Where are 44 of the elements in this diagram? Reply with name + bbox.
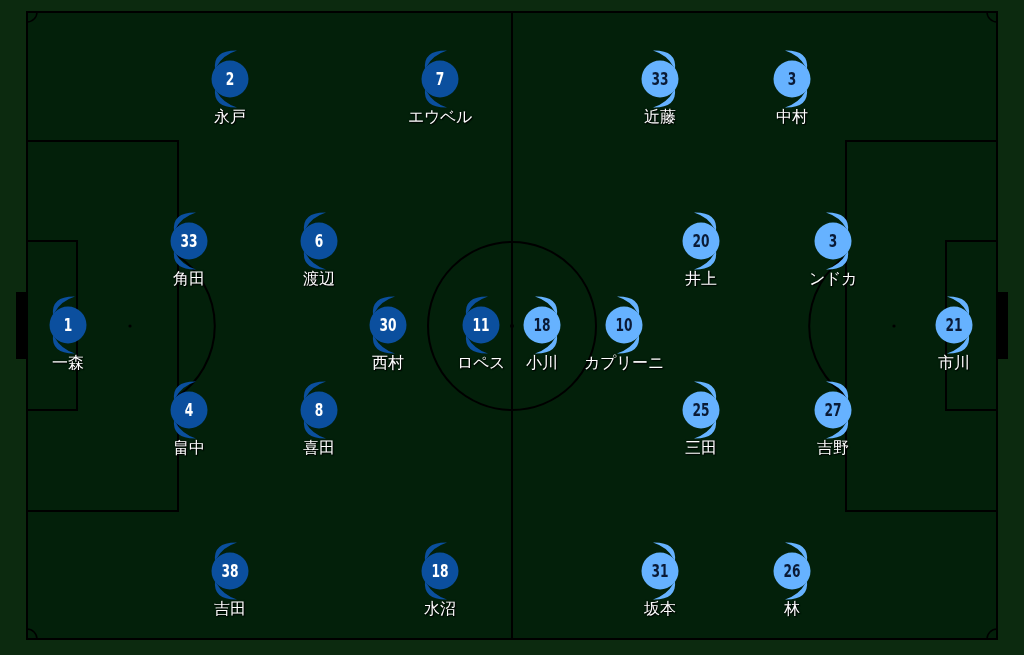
player-name: ロペス <box>457 354 505 372</box>
jersey-number: 6 <box>314 232 324 250</box>
jersey-number: 18 <box>533 316 551 334</box>
jersey-number: 38 <box>221 562 239 580</box>
jersey-number: 1 <box>63 316 73 334</box>
jersey-number: 10 <box>615 316 633 334</box>
player-name: 永戸 <box>214 108 246 126</box>
player-name: 三田 <box>685 439 717 457</box>
player-name: 畠中 <box>173 439 205 457</box>
player-name: 西村 <box>372 354 404 372</box>
jersey-number: 26 <box>783 562 801 580</box>
player-name: 水沼 <box>424 600 456 618</box>
player-name: 小川 <box>526 354 558 372</box>
jersey-number: 11 <box>472 316 490 334</box>
player-name: 一森 <box>52 354 84 372</box>
jersey-number: 18 <box>431 562 449 580</box>
jersey-number: 8 <box>314 401 324 419</box>
player-name: 坂本 <box>644 600 676 618</box>
jersey-number: 3 <box>787 70 797 88</box>
player-name: 角田 <box>173 270 205 288</box>
player-name: 中村 <box>776 108 808 126</box>
jersey-number: 33 <box>180 232 198 250</box>
player-name: 吉野 <box>817 439 849 457</box>
jersey-number: 33 <box>651 70 669 88</box>
player-name: エウベル <box>408 108 472 126</box>
player-name: 喜田 <box>303 439 335 457</box>
jersey-number: 31 <box>651 562 669 580</box>
jersey-number: 20 <box>692 232 710 250</box>
jersey-number: 30 <box>379 316 397 334</box>
jersey-number: 21 <box>945 316 963 334</box>
player-name: ンドカ <box>809 270 857 288</box>
jersey-number: 27 <box>824 401 842 419</box>
jersey-number: 25 <box>692 401 710 419</box>
player-name: 林 <box>784 600 800 618</box>
jersey-number: 3 <box>828 232 838 250</box>
player-name: カプリーニ <box>584 354 664 372</box>
player-name: 井上 <box>685 270 717 288</box>
jersey-number: 7 <box>435 70 445 88</box>
jersey-number: 4 <box>184 401 194 419</box>
player-name: 渡辺 <box>303 270 335 288</box>
player-name: 市川 <box>938 354 970 372</box>
player-name: 近藤 <box>644 108 676 126</box>
player-name: 吉田 <box>214 600 246 618</box>
jersey-number: 2 <box>225 70 235 88</box>
